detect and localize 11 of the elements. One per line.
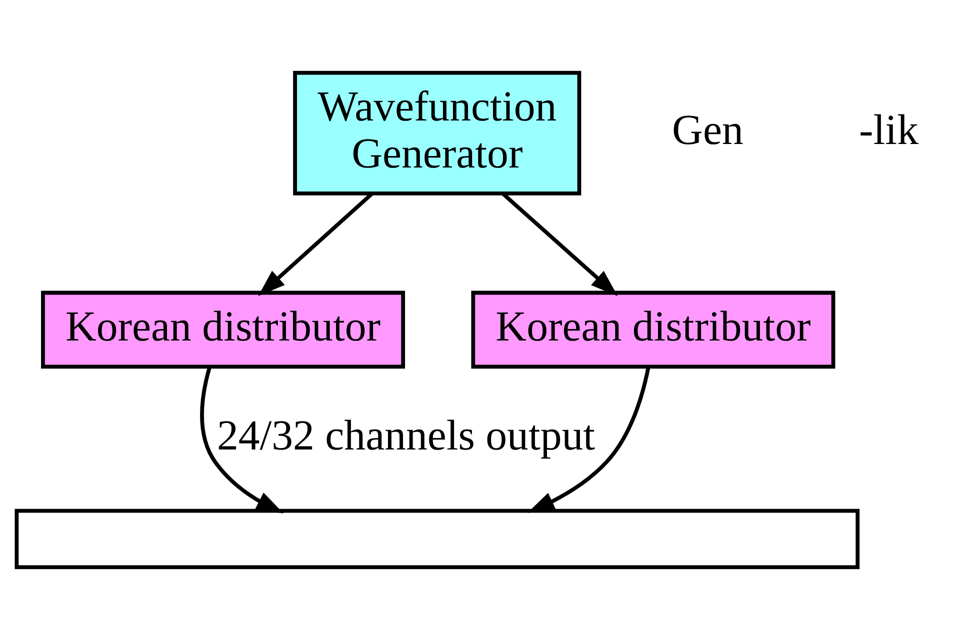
arrow [200,366,284,514]
arrow [527,366,650,513]
node-box: Wavefunction Generator [293,70,582,196]
label: Gen [672,107,744,154]
node-box: Korean distributor [41,290,406,369]
arrow [502,192,618,296]
edge-label: 24/32 channels output [216,412,596,460]
node-box [14,508,860,570]
label: -lik [859,107,918,154]
arrow [258,192,374,296]
node-box: Korean distributor [471,290,836,369]
